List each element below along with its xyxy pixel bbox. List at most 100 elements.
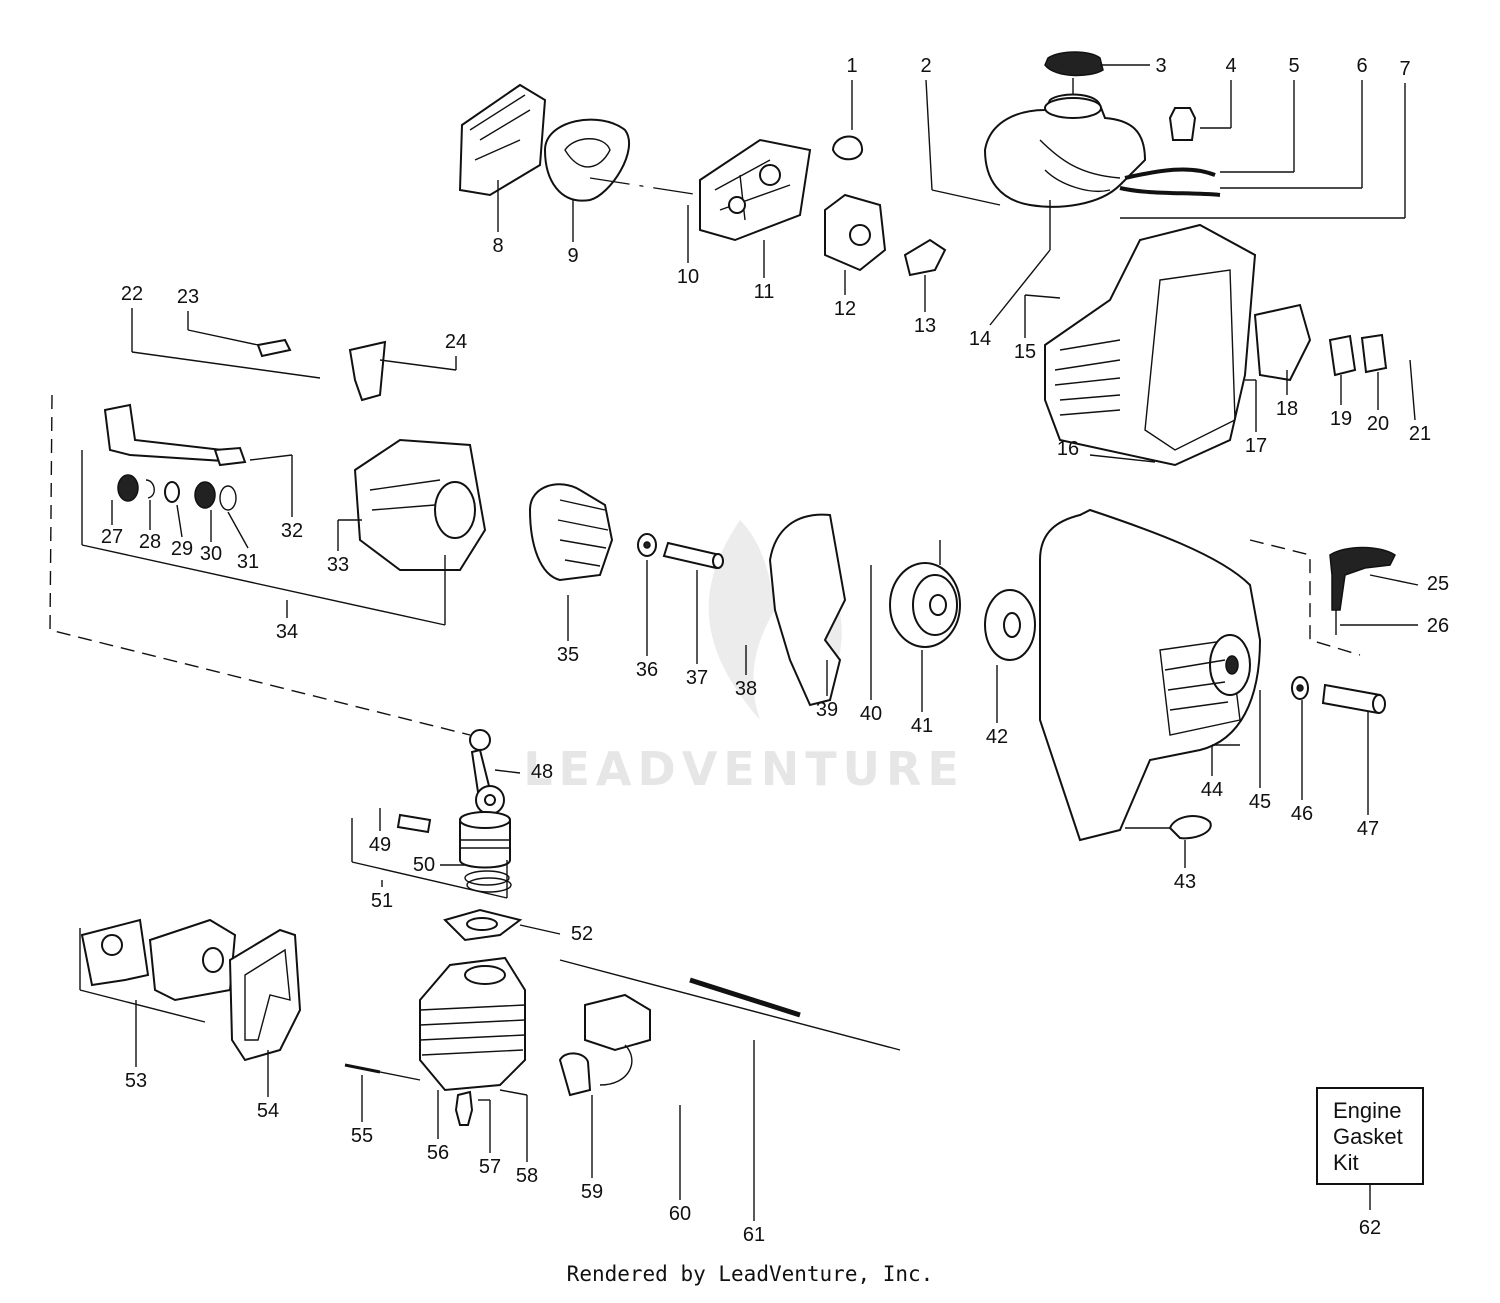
- callout-number-25: 25: [1427, 573, 1449, 595]
- callout-21: 21: [1409, 359, 1431, 445]
- leader-line-48: [494, 769, 521, 774]
- callout-number-8: 8: [492, 235, 503, 257]
- callout-46: 46: [1291, 700, 1313, 825]
- callout-47: 47: [1357, 712, 1379, 840]
- part-cylinder: [419, 956, 526, 1092]
- callout-6: 6: [1220, 55, 1368, 189]
- callout-53: 53: [79, 928, 206, 1092]
- callout-50: 50: [413, 854, 465, 876]
- callout-number-61: 61: [743, 1224, 765, 1246]
- callout-8: 8: [492, 180, 504, 257]
- part-fuel-cap: [1044, 51, 1104, 100]
- callout-number-45: 45: [1249, 791, 1271, 813]
- callout-36: 36: [636, 560, 658, 681]
- callout-23: 23: [177, 286, 259, 346]
- callout-number-41: 41: [911, 715, 933, 737]
- leader-line-2: [925, 79, 933, 191]
- part-crankshaft: [103, 403, 247, 467]
- callout-25: 25: [1369, 573, 1449, 595]
- part-spark-plug: [454, 1090, 474, 1126]
- dashed-leader-handle: [1249, 539, 1361, 656]
- callout-38: 38: [735, 645, 757, 700]
- callout-60: 60: [669, 1105, 691, 1225]
- callout-number-52: 52: [571, 923, 593, 945]
- callout-number-4: 4: [1225, 55, 1236, 77]
- part-trigger-pad: [256, 338, 292, 358]
- part-air-filter-element: [543, 118, 631, 202]
- callout-number-3: 3: [1155, 55, 1166, 77]
- callout-12: 12: [834, 270, 856, 320]
- callout-14: 14: [969, 200, 1051, 350]
- part-fuel-filter: [1168, 107, 1197, 141]
- engine-gasket-kit-box: [1316, 1087, 1424, 1185]
- callout-number-16: 16: [1057, 438, 1079, 460]
- callout-30: 30: [200, 510, 222, 565]
- callout-number-49: 49: [369, 834, 391, 856]
- callout-41: 41: [911, 650, 933, 737]
- callout-26: 26: [1340, 615, 1449, 637]
- callout-number-28: 28: [139, 531, 161, 553]
- callout-number-27: 27: [101, 526, 123, 548]
- part-ring-28: [145, 479, 155, 499]
- callout-number-46: 46: [1291, 803, 1313, 825]
- part-drive-adapter: [1321, 683, 1386, 715]
- callout-4: 4: [1200, 55, 1237, 129]
- part-washer-46: [1291, 676, 1309, 700]
- callout-number-31: 31: [237, 551, 259, 573]
- leader-line-31: [227, 511, 249, 549]
- callout-number-56: 56: [427, 1142, 449, 1164]
- callout-number-54: 54: [257, 1100, 279, 1122]
- part-carb-gasket: [903, 238, 947, 277]
- part-muffler: [80, 918, 237, 1002]
- callout-number-15: 15: [1014, 341, 1036, 363]
- callout-18: 18: [1276, 370, 1298, 420]
- callout-37: 37: [686, 570, 708, 689]
- callout-number-36: 36: [636, 659, 658, 681]
- callout-number-33: 33: [327, 554, 349, 576]
- part-starter-handle: [1329, 546, 1396, 635]
- leader-line-23: [187, 329, 259, 346]
- part-starter-pulley: [889, 540, 961, 648]
- callout-40: 40: [860, 565, 882, 725]
- callout-number-44: 44: [1201, 779, 1223, 801]
- callout-number-10: 10: [677, 266, 699, 288]
- part-seal-27: [117, 474, 139, 502]
- callout-number-42: 42: [986, 726, 1008, 748]
- callout-58: 58: [499, 1089, 538, 1187]
- watermark-text: LEADVENTURE: [523, 742, 965, 796]
- part-washer-36: [637, 533, 657, 557]
- callout-number-51: 51: [371, 890, 393, 912]
- callout-11: 11: [754, 240, 774, 303]
- callout-61: 61: [743, 1040, 765, 1246]
- callout-number-58: 58: [516, 1165, 538, 1187]
- part-primer-bulb: [831, 135, 864, 161]
- callout-number-5: 5: [1288, 55, 1299, 77]
- callout-number-53: 53: [125, 1070, 147, 1092]
- leader-line-21: [1409, 359, 1416, 421]
- callout-31: 31: [227, 511, 259, 573]
- callout-51: 51: [351, 818, 508, 912]
- callout-number-19: 19: [1330, 408, 1352, 430]
- callout-number-2: 2: [920, 55, 931, 77]
- callout-7: 7: [1120, 58, 1411, 219]
- part-fan-shroud: [768, 513, 847, 707]
- callout-13: 13: [914, 275, 936, 337]
- kit-line-2: Gasket: [1333, 1124, 1403, 1149]
- callout-number-60: 60: [669, 1203, 691, 1225]
- callout-33: 33: [327, 519, 362, 576]
- part-carburetor-housing: [699, 138, 812, 242]
- part-ring-31: [219, 485, 237, 511]
- leader-line-25: [1369, 574, 1419, 586]
- callout-28: 28: [139, 500, 161, 553]
- callout-54: 54: [257, 1050, 279, 1122]
- part-bearing-29: [164, 481, 180, 503]
- callout-number-20: 20: [1367, 413, 1389, 435]
- callout-17: 17: [1245, 379, 1267, 457]
- callout-number-1: 1: [846, 55, 857, 77]
- leader-line-14: [989, 249, 1051, 326]
- callout-number-40: 40: [860, 703, 882, 725]
- callout-number-14: 14: [969, 328, 991, 350]
- part-flywheel: [528, 483, 614, 582]
- callout-number-29: 29: [171, 538, 193, 560]
